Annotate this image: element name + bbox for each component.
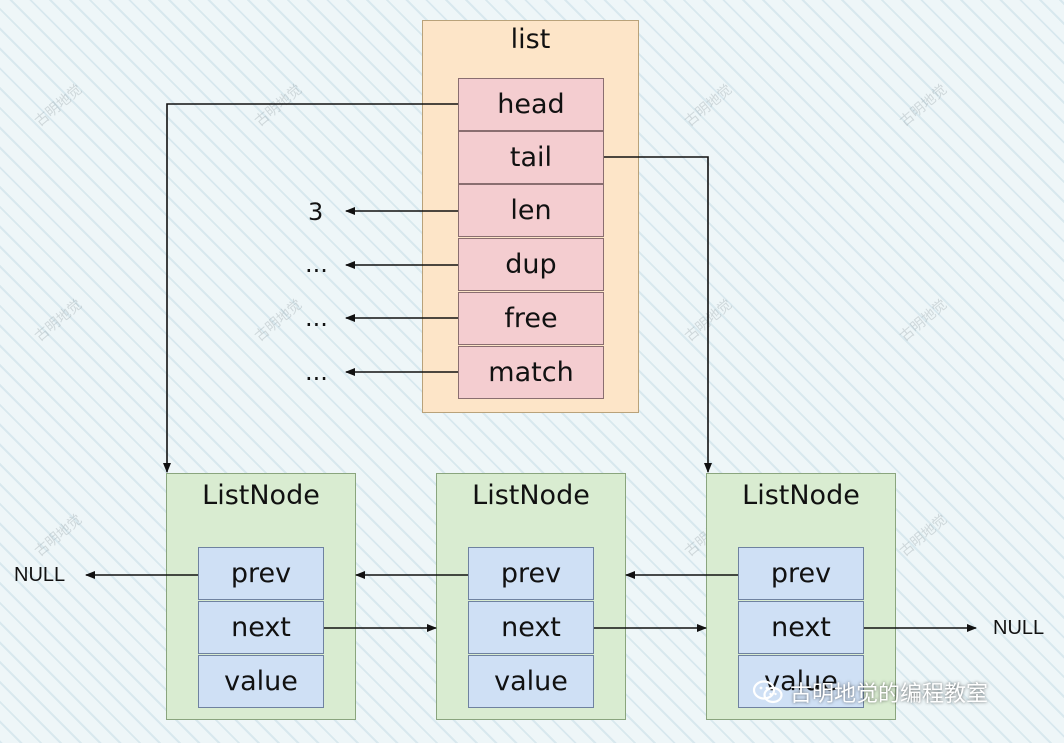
list-field-dup: dup [458, 238, 604, 291]
node2-value: value [468, 655, 594, 708]
list-field-match: match [458, 346, 604, 399]
match-value: ... [305, 358, 328, 386]
head-arrow [163, 103, 458, 473]
list-field-free: free [458, 292, 604, 345]
list-field-tail: tail [458, 131, 604, 184]
wechat-icon [752, 680, 783, 704]
free-value: ... [305, 304, 328, 332]
len-value: 3 [308, 198, 324, 226]
dup-value: ... [305, 250, 328, 278]
node2-prev: prev [468, 547, 594, 600]
null-left-label: NULL [14, 564, 66, 586]
node1-prev: prev [198, 547, 324, 600]
list-title: list [510, 24, 551, 55]
node2-next: next [468, 601, 594, 654]
list-field-len: len [458, 184, 604, 237]
tail-arrow [604, 156, 712, 473]
list-node-title: ListNode [742, 480, 860, 511]
null-right-label: NULL [993, 617, 1045, 639]
footer-watermark-text: 古明地觉的编程教室 [790, 682, 989, 707]
list-node-title: ListNode [202, 480, 320, 511]
list-field-head: head [458, 78, 604, 131]
node3-next: next [738, 601, 864, 654]
node3-prev: prev [738, 547, 864, 600]
footer-watermark: 古明地觉的编程教室 [752, 676, 988, 708]
node1-next: next [198, 601, 324, 654]
node1-value: value [198, 655, 324, 708]
list-node-title: ListNode [472, 480, 590, 511]
